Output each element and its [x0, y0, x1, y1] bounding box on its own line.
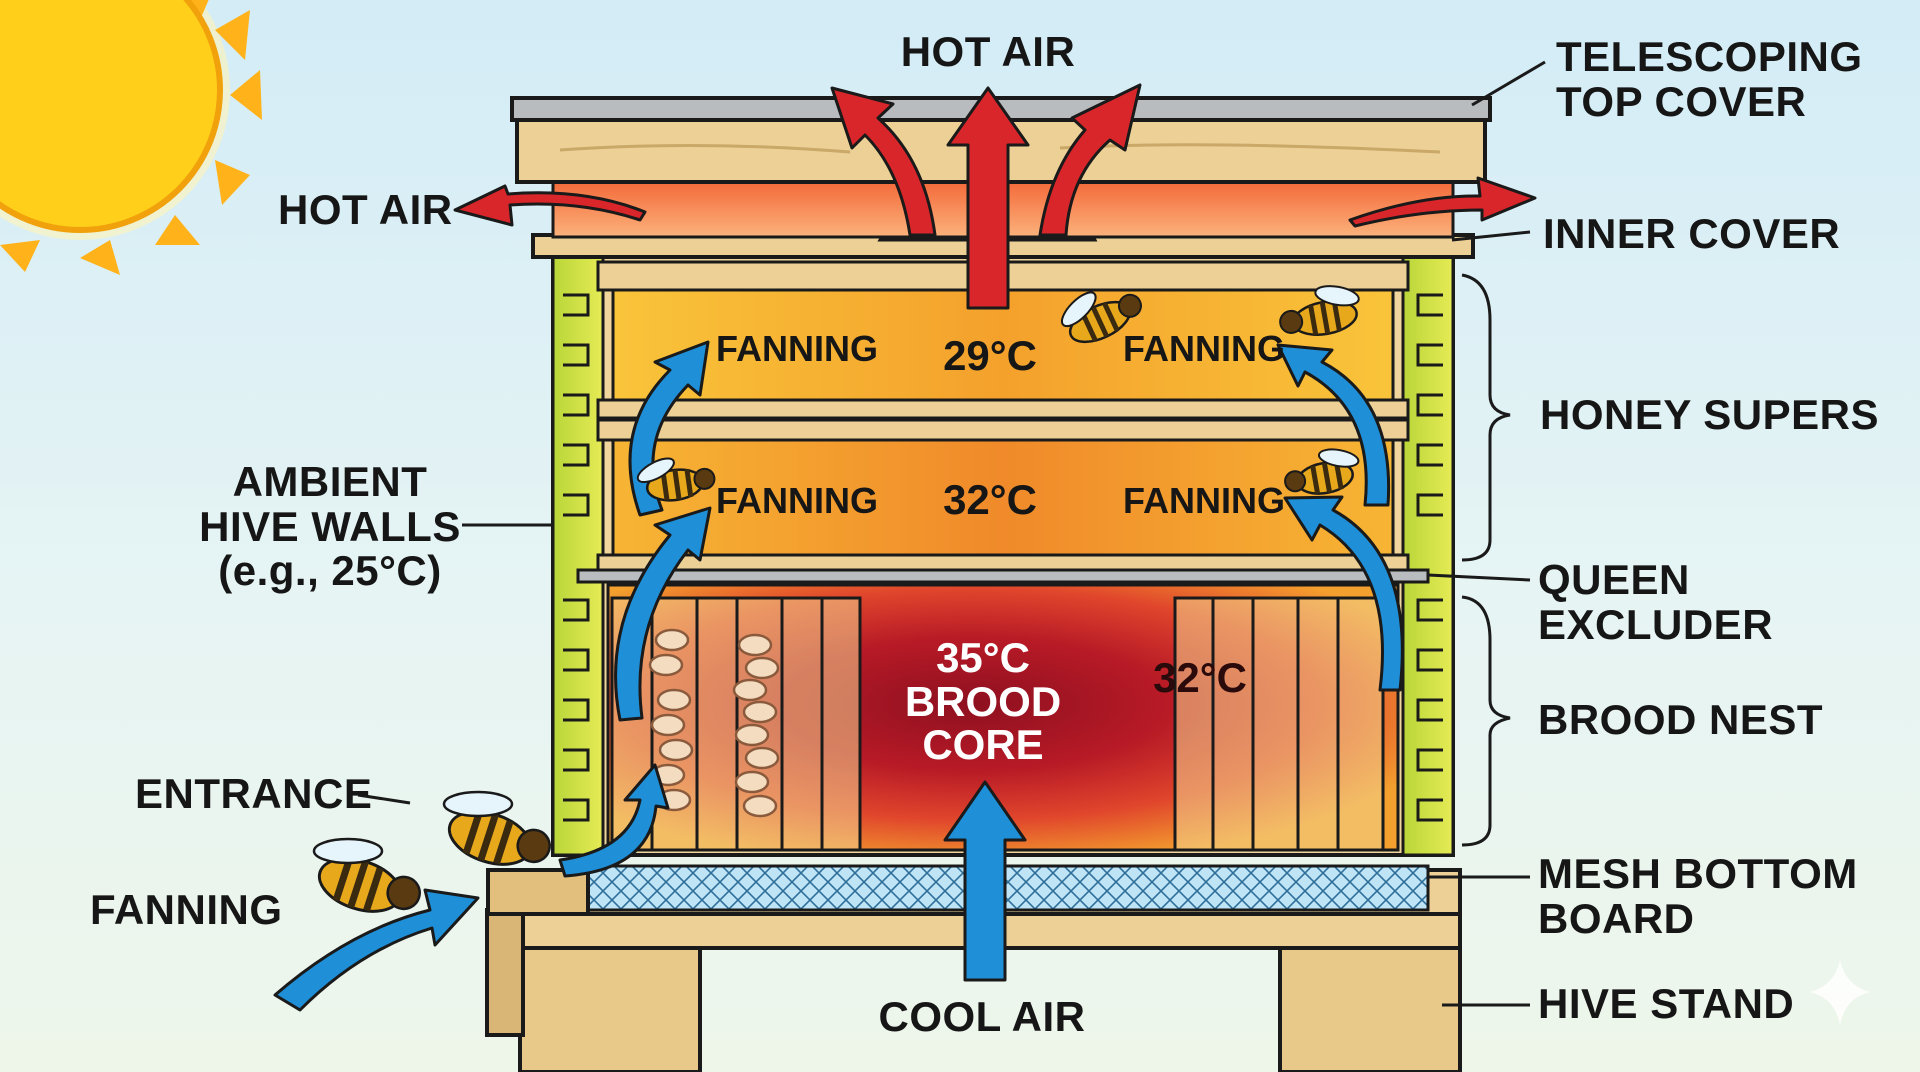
larva-icon — [648, 628, 780, 818]
mesh-bottom-board-label: MESH BOTTOM BOARD — [1538, 850, 1858, 942]
lower-super-fanning-left: FANNING — [716, 480, 878, 521]
hive-stand — [485, 908, 1462, 1072]
honey-supers-label: HONEY SUPERS — [1540, 391, 1879, 438]
queen-excluder — [576, 568, 1430, 584]
brood-side-temp: 32°C — [1153, 654, 1247, 701]
hive-stand-label: HIVE STAND — [1538, 980, 1795, 1027]
lower-super-temp: 32°C — [943, 476, 1037, 523]
leader-lines — [357, 60, 1546, 1007]
upper-super-fanning-right: FANNING — [1123, 328, 1285, 369]
fanning-outside-label: FANNING — [90, 886, 283, 933]
cool-air-label: COOL AIR — [878, 993, 1086, 1040]
lower-super-fanning-right: FANNING — [1123, 480, 1285, 521]
hot-air-top-label: HOT AIR — [900, 28, 1076, 75]
hot-air-arrow-icon — [453, 83, 1537, 310]
telescoping-top-cover-label: TELESCOPING TOP COVER — [1556, 33, 1863, 125]
upper-super-fanning-left: FANNING — [716, 328, 878, 369]
inner-cover-label: INNER COVER — [1543, 210, 1841, 257]
ambient-hive-walls-label: AMBIENT HIVE WALLS (e.g., 25°C) — [199, 458, 461, 595]
queen-excluder-label: QUEEN EXCLUDER — [1538, 556, 1774, 648]
brood-nest-label: BROOD NEST — [1538, 696, 1824, 743]
lower-honey-super — [596, 418, 1410, 572]
upper-super-temp: 29°C — [943, 332, 1037, 379]
sun-icon — [0, 0, 262, 275]
bee-icon — [312, 285, 1360, 913]
entrance-label: ENTRANCE — [135, 770, 373, 817]
brood-core-label: 35°C BROOD CORE — [904, 634, 1062, 769]
sparkle-icon — [1810, 960, 1870, 1025]
hot-air-left-label: HOT AIR — [278, 186, 453, 233]
